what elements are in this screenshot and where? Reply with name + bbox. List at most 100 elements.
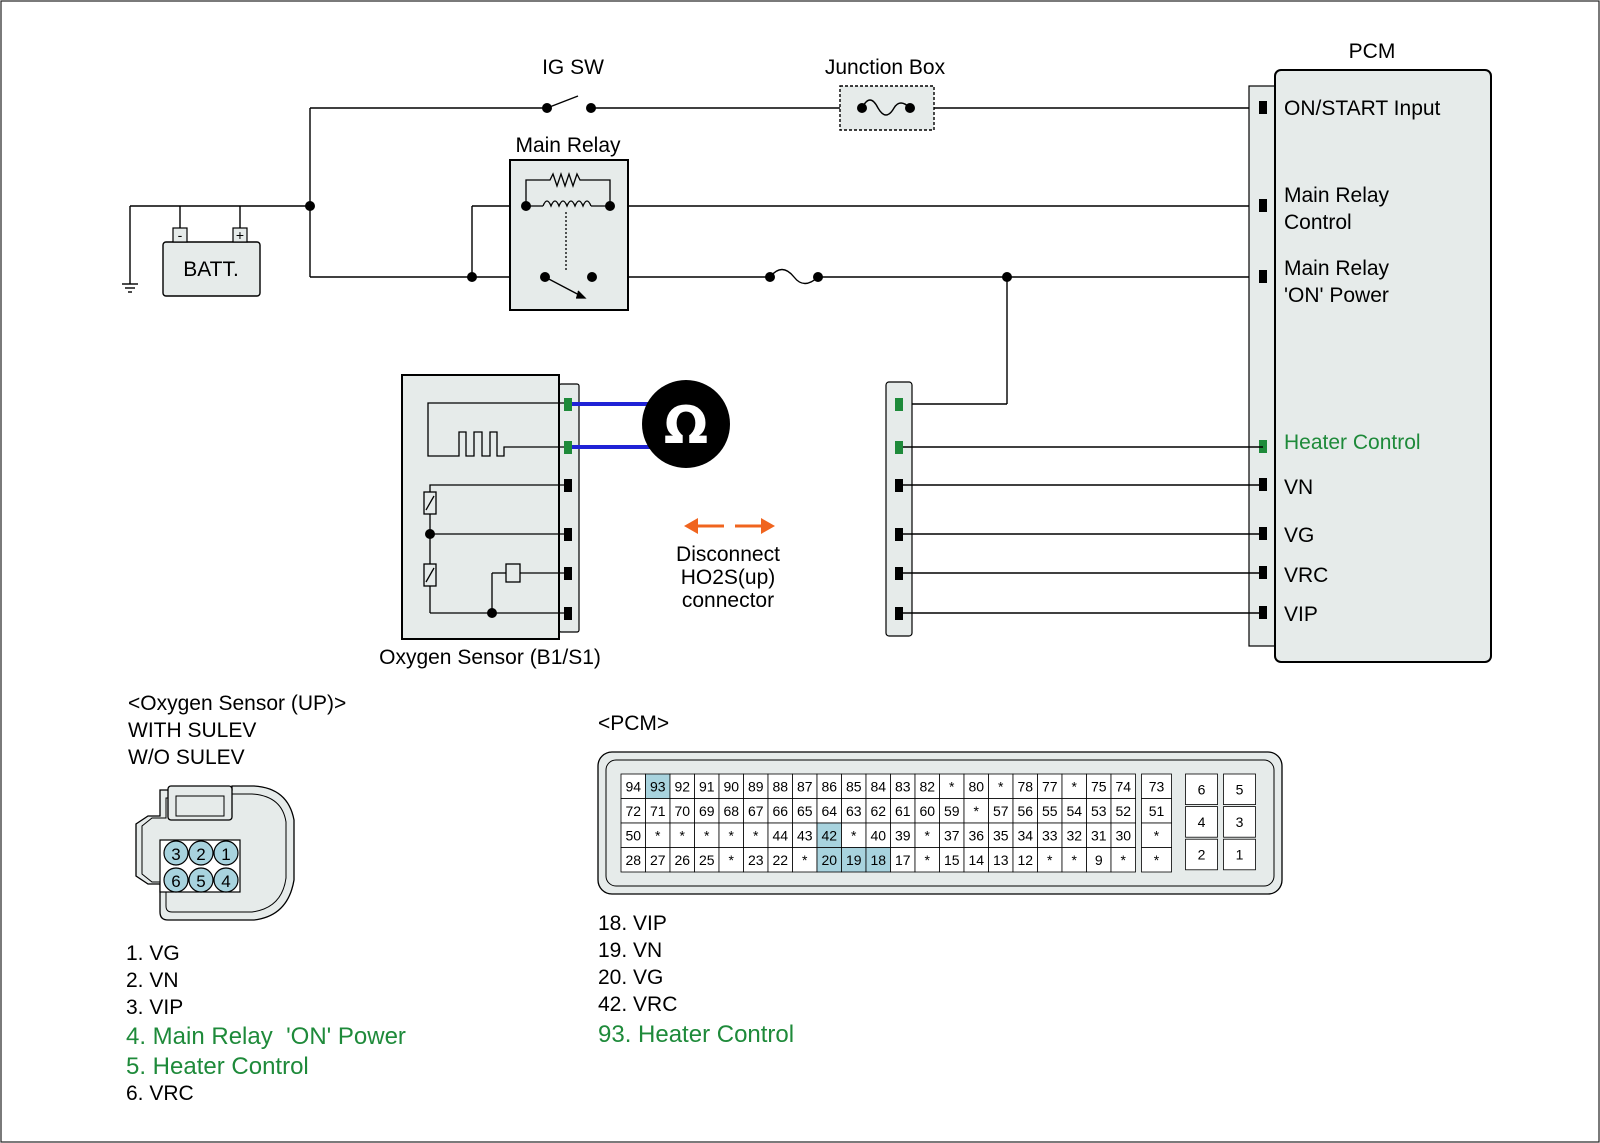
pcm-pin-vg: VG [1284,524,1314,547]
pcm-pin-cell-label: 14 [968,852,984,868]
pcm-pin-cell-label: 42 [821,827,837,843]
pcm-pin-cell [939,822,965,848]
pcm-pin-cell [890,773,916,799]
main-relay-label: Main Relay [515,134,621,157]
pcm-pin-cell [1012,847,1038,873]
pcm-pin-cell-label: 52 [1115,803,1131,819]
o2-connector-sub2: W/O SULEV [128,746,245,769]
pcm-pin-cell [816,847,842,873]
pcm-pin-cell-label: 33 [1042,827,1058,843]
pcm-legend-item: 42. VRC [598,993,677,1016]
pcm-pin-cell-label: 75 [1091,778,1107,794]
pcm-pin-cell-label: 25 [699,852,715,868]
pcm-pin-cell-label: * [1154,852,1160,868]
pcm-aux-pin-cell-label: 3 [1236,814,1244,830]
pcm-pin-cell [694,847,720,873]
pcm-pin-cell-label: 61 [895,803,911,819]
pcm-pin-main-relay-control: Main Relay [1284,184,1390,207]
pcm-pin-cell [792,798,818,824]
pcm-pin-cell [1086,773,1112,799]
ig-sw-label: IG SW [542,56,604,79]
pcm-pin-cell-label: 67 [748,803,764,819]
pcm-pin-cell-label: * [729,827,735,843]
pcm-pin-cell [841,798,867,824]
pcm-pin-cell [1141,822,1172,848]
pcm-pin-cell-label: 62 [870,803,886,819]
pcm-aux-pin-cell-label: 5 [1236,781,1244,797]
pcm-pin-cell [1086,798,1112,824]
disconnect-line-3: connector [682,589,774,612]
pcm-aux-pin-cell [1185,838,1218,871]
pcm-pin-heater-control: Heater Control [1284,431,1421,454]
pcm-pin-cell-label: 15 [944,852,960,868]
pcm-pin-cell-label: 63 [846,803,862,819]
pcm-pin-cell [816,773,842,799]
pcm-pin-cell [1037,773,1063,799]
pcm-pin-cell-label: 86 [821,778,837,794]
disconnect-line-2: HO2S(up) [681,566,776,589]
pcm-pin-cell-label: 37 [944,827,960,843]
pcm-pin-cell-label: 54 [1066,803,1082,819]
o2-legend-item: 2. VN [126,969,179,992]
battery: - + BATT. [162,227,261,297]
pcm-pin-cell [718,847,744,873]
pcm-aux-pin-cell-label: 4 [1198,814,1206,830]
pcm-pin-cell-label: 74 [1115,778,1131,794]
pcm-pin-cell [767,847,793,873]
pcm-pin-cell [767,822,793,848]
pcm-pin-cell [792,822,818,848]
pcm-pin-cell-label: 77 [1042,778,1058,794]
o2-pin: 4 [221,872,230,891]
pcm-pin-cell [841,847,867,873]
pcm-pin-cell-label: 88 [772,778,788,794]
pcm-pin-cell-label: * [1047,852,1053,868]
pcm-pin-cell-label: 92 [674,778,690,794]
pcm-connector-title: <PCM> [598,712,669,735]
pcm-pin-cell-label: 64 [821,803,837,819]
arrow-left-icon [684,518,698,534]
relay-coil-icon [542,200,592,208]
pcm-pin-vrc: VRC [1284,564,1328,587]
oxygen-sensor: Oxygen Sensor (B1/S1) [379,374,601,669]
pcm-pin-cell [1110,847,1136,873]
pcm-pin-cell [988,798,1014,824]
pcm-pin-cell [1110,798,1136,824]
junction-box-label: Junction Box [825,56,946,79]
ohmmeter: Ω [572,380,730,468]
pcm-pin-cell-label: 56 [1017,803,1033,819]
pcm-aux-pin-cell [1185,806,1218,838]
pcm-pin-cell-label: * [998,778,1004,794]
pcm-pin-cell [1012,822,1038,848]
pcm-aux-pin-cell-label: 2 [1198,847,1206,863]
pcm-pin-cell [890,798,916,824]
arrow-right-icon [761,518,775,534]
pcm-box: PCM [1248,40,1492,663]
pcm-pin-cell-label: 65 [797,803,813,819]
ig-sw-contact [542,103,552,113]
pcm-pin-cell-label: 72 [625,803,641,819]
pcm-pin-cell-label: * [851,827,857,843]
o2-connector-title: <Oxygen Sensor (UP)> [128,692,346,715]
pcm-pin-cell-label: 87 [797,778,813,794]
ground-icon [122,283,138,293]
pcm-pin-cell-label: 70 [674,803,690,819]
pcm-pin-cell-label: * [704,827,710,843]
pcm-aux-pin-cell [1223,773,1256,806]
pcm-pin-cell [669,822,695,848]
pcm-pin-cell-label: 9 [1095,852,1103,868]
pcm-pin-cell-label: 60 [919,803,935,819]
disconnect-line-1: Disconnect [676,543,780,566]
pcm-pin-cell-label: 30 [1115,827,1131,843]
pcm-pin-cell-label: 91 [699,778,715,794]
pcm-pin-cell [1110,822,1136,848]
pcm-pin-cell [1061,847,1087,873]
pcm-legend-item: 19. VN [598,939,662,962]
pcm-pin-cell-label: 71 [650,803,666,819]
pcm-pin-cell-label: 28 [625,852,641,868]
pcm-pin-cell-label: 90 [723,778,739,794]
pcm-pin-cell [620,847,646,873]
ohm-symbol: Ω [664,396,708,456]
splice-dot [1002,272,1012,282]
